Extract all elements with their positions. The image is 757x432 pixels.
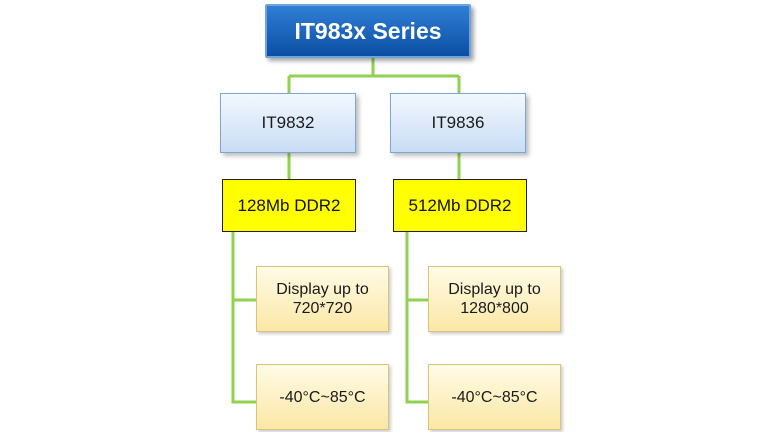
- connector-512mb-features: [405, 232, 428, 404]
- node-it9836-label: IT9836: [431, 113, 485, 132]
- node-128mb-ddr2-label: 128Mb DDR2: [237, 195, 341, 215]
- node-it9836-display-line-2: 1280*800: [460, 300, 529, 317]
- root-node-label: IT983x Series: [294, 17, 442, 44]
- root-node-it983x-series: IT983x Series: [265, 4, 471, 58]
- node-it9832: IT9832: [220, 93, 356, 153]
- node-it9836-temperature: -40°C~85°C: [428, 364, 561, 430]
- node-512mb-ddr2-label: 512Mb DDR2: [408, 195, 512, 215]
- node-it9832-temperature: -40°C~85°C: [256, 364, 389, 430]
- node-it9836: IT9836: [390, 93, 526, 153]
- node-it9832-label: IT9832: [261, 113, 315, 132]
- node-512mb-ddr2: 512Mb DDR2: [393, 179, 527, 232]
- node-it9832-display-line-1: Display up to: [276, 281, 369, 298]
- node-it9836-display-line-1: Display up to: [448, 281, 541, 298]
- node-it9836-display: Display up to 1280*800: [428, 266, 561, 332]
- connector-128mb-features: [231, 232, 256, 404]
- node-it9832-display: Display up to 720*720: [256, 266, 389, 332]
- node-it9832-display-line-2: 720*720: [292, 300, 353, 317]
- node-it9832-temperature-label: -40°C~85°C: [279, 388, 366, 406]
- node-128mb-ddr2: 128Mb DDR2: [222, 179, 356, 232]
- node-it9836-temperature-label: -40°C~85°C: [451, 388, 538, 406]
